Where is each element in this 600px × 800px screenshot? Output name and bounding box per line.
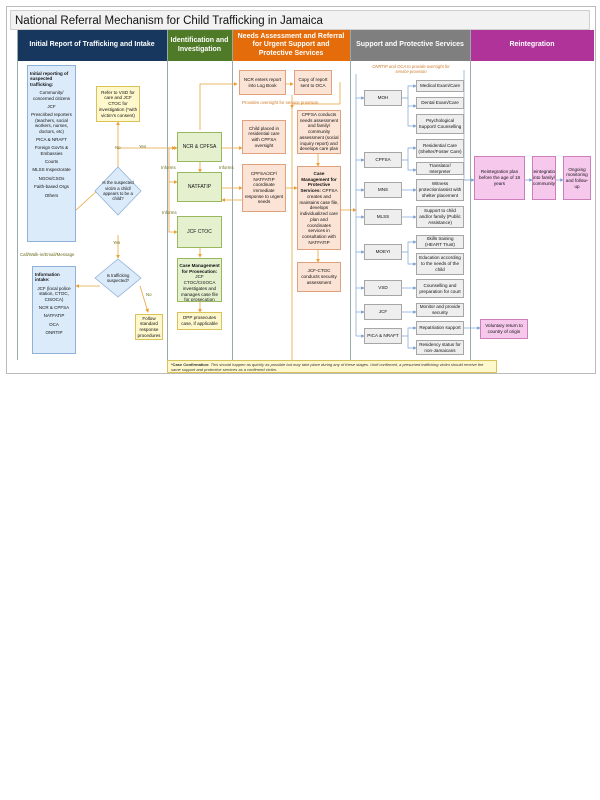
service-court-prep: Counselling and preparation for court	[416, 279, 464, 298]
call-walkin-label: Call/Walk-in/Email/Message	[20, 252, 75, 257]
service-psychological: Psychological Support/ Counselling	[416, 114, 464, 134]
reporter-item: Others	[44, 192, 59, 198]
reporter-item: Community/ concerned citizens	[32, 90, 71, 101]
intake-item: JCF (local police station, CTOC, CISOCA)	[37, 285, 71, 302]
lane-divider	[470, 30, 471, 360]
agency-cpfsa: CPFSA	[364, 152, 402, 168]
case-management-protective-text: CPFSA creates and maintains case file, d…	[299, 188, 339, 245]
lane-divider	[17, 30, 18, 360]
service-skills-training: Skills training (HEART Trust)	[416, 235, 464, 249]
reporter-item: Foreign Gov'ts & Embassies	[34, 145, 69, 156]
urgent-response-box: CPFSA/JCF/ NATFATIP coordinate immediate…	[242, 164, 286, 212]
decision-child-text: Is the suspected victim a child/ appears…	[102, 180, 134, 202]
reporters-list: Initial reporting of suspected trafficki…	[27, 65, 76, 242]
service-dental: Dental Exam/Care	[416, 97, 464, 109]
lane-divider	[232, 30, 233, 360]
natfatip-box: NATFATIP	[177, 172, 222, 202]
service-medical: Medical Exam/Care	[416, 80, 464, 92]
yes-label: Yes	[139, 144, 147, 149]
connector-lines	[75, 70, 564, 360]
reporter-item: PICA & NRAFT	[36, 136, 67, 142]
oversight-label: Provides oversight for service provision	[242, 100, 319, 105]
case-management-prosecution-text: JCF CTOC/CISOCA investigates and manages…	[180, 274, 219, 302]
service-family-support: Support to child and/or family (Public A…	[416, 206, 464, 228]
refer-vsd-box: Refer to VSD for care and JCF CTOC for i…	[96, 86, 140, 122]
jcf-ctoc-box: JCF CTOC	[177, 216, 222, 248]
lane-divider	[167, 30, 168, 360]
case-confirmation-title: *Case Confirmation:	[171, 362, 210, 367]
support-oversight-note: ONRTIP and OCA to provide oversight for …	[372, 64, 450, 74]
agency-moeyi: MOEYI	[364, 244, 402, 260]
agency-vsd: VSD	[364, 280, 402, 296]
yes-label: Yes	[113, 240, 121, 245]
follow-procedures-box: Follow standard response procedures	[135, 314, 163, 340]
intake-item: OCA	[49, 321, 59, 327]
page-title: National Referral Mechanism for Child Tr…	[10, 10, 590, 30]
reporters-heading: Initial reporting of suspected trafficki…	[30, 71, 69, 87]
reporter-item: Courts	[44, 159, 59, 165]
reintegration-plan-box: Reintegration plan before the age of 18 …	[474, 156, 525, 200]
service-security: Monitor and provide security	[416, 303, 464, 317]
agency-mlss: MLSS	[364, 209, 402, 225]
column-header-identification: Identification and Investigation	[167, 30, 232, 61]
service-translator: Translator/ Interpreter	[416, 162, 464, 175]
agency-mns: MNS	[364, 182, 402, 198]
case-management-prosecution-title: Case Management for Prosecution:	[179, 263, 220, 274]
cpfsa-assessment-box: CPFSA conducts needs assessment and fami…	[297, 110, 341, 154]
decision-trafficking-text: Is trafficking suspected?	[106, 272, 130, 283]
service-residential-care: Residential Care (Shelter/Foster Care)	[416, 139, 464, 158]
reporter-item: Prescribed reporters (teachers, social w…	[31, 112, 72, 134]
intake-item: ONRTIP	[45, 330, 63, 336]
informs-label: Informs	[162, 210, 177, 215]
intake-list: Information intake: JCF (local police st…	[32, 266, 76, 354]
ncr-cpfsa-box: NCR & CPFSA	[177, 132, 222, 162]
no-label: No	[146, 292, 152, 297]
decision-child-diamond	[94, 166, 142, 216]
copy-to-oca-box: Copy of report sent to OCA	[294, 70, 332, 95]
intake-item: NCR & CPFSA	[38, 304, 70, 310]
case-management-prosecution-box: Case Management for Prosecution: JCF CTO…	[177, 258, 222, 302]
reporter-item: MLSS Inspectorate	[32, 167, 71, 173]
reporter-item: NGOs/CSOs	[38, 175, 65, 181]
decision-trafficking-diamond	[94, 258, 142, 298]
service-repatriation: Repatriation support	[416, 321, 464, 335]
agency-jcf: JCF	[364, 304, 402, 320]
dpp-box: DPP prosecutes case, if applicable	[177, 312, 222, 330]
security-assessment-box: JCF-CTOC conducts security assessment	[297, 262, 341, 292]
reporter-item: Faith-based Orgs	[34, 184, 69, 190]
reintegration-family-box: Reintegration into family/ community	[532, 156, 556, 200]
column-header-reintegration: Reintegration	[470, 30, 594, 61]
lane-divider	[350, 30, 351, 360]
column-header-support: Support and Protective Services	[350, 30, 470, 61]
service-witness-protection: Witness protection/assist with shelter p…	[416, 179, 464, 201]
column-header-needs: Needs Assessment and Referral for Urgent…	[232, 30, 350, 61]
intake-heading: Information intake:	[35, 272, 60, 283]
case-management-protective-title: Case Management for Protective Services:	[300, 171, 337, 194]
ncr-logbook-box: NCR enters report into Log Book	[239, 70, 286, 95]
case-management-protective-box: Case Management for Protective Services:…	[297, 166, 341, 250]
voluntary-return-box: Voluntary return to country of origin	[480, 319, 528, 339]
case-confirmation-note: *Case Confirmation: This should happen a…	[167, 360, 497, 373]
column-header-intake: Initial Report of Trafficking and Intake	[17, 30, 167, 61]
ongoing-monitoring-box: Ongoing monitoring and follow-up	[563, 156, 591, 200]
reporter-item: JCF	[47, 103, 56, 109]
informs-label: Informs	[161, 165, 176, 170]
no-label: No	[115, 145, 121, 150]
case-confirmation-text: This should happen as quickly as possibl…	[171, 362, 484, 373]
service-residency-status: Residency status for non-Jamaicans	[416, 340, 464, 355]
informs-label: Informs	[219, 165, 234, 170]
intake-item: NATFATIP	[43, 313, 65, 319]
service-education: Education according to the needs of the …	[416, 253, 464, 275]
agency-moh: MOH	[364, 90, 402, 106]
child-placed-box: Child placed in residential care with CP…	[242, 120, 286, 154]
agency-pica-nraft: PICA & NRAFT	[364, 328, 402, 344]
